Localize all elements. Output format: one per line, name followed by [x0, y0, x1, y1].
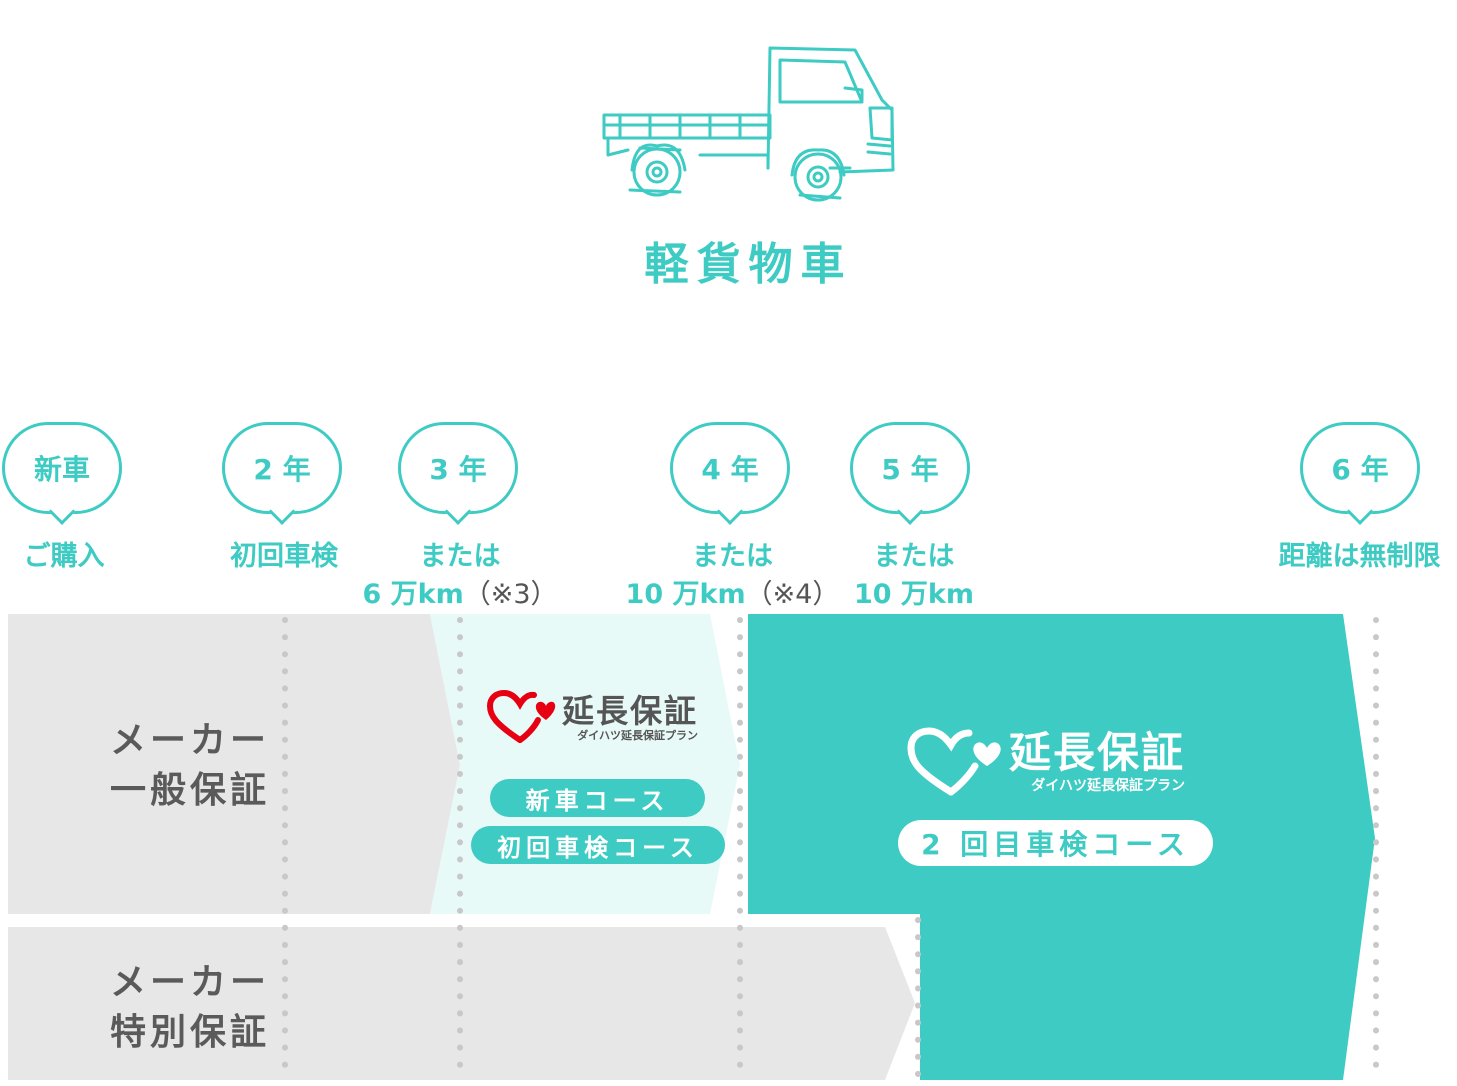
timeline-note-5y: または 10 万km [850, 538, 978, 614]
row-label-special-warranty: メーカー 特別保証 [100, 958, 280, 1058]
note-paren: （※3） [463, 579, 558, 610]
timeline-bubble-6y: 6 年 [1300, 422, 1420, 525]
bubble-label: 5 年 [881, 453, 939, 486]
row-label-line2: 特別保証 [109, 1012, 270, 1053]
timeline-bubble-2y: 2 年 [222, 422, 342, 525]
course-first-inspection: 初回車検コース [471, 826, 725, 864]
first-plan-band [430, 614, 740, 914]
timeline-bubble-new: 新車 [2, 422, 122, 525]
bubble-label: 3 年 [429, 453, 487, 486]
heart-logo-icon [907, 727, 1001, 796]
timeline-note-6y: 距離は無制限 [1262, 538, 1457, 576]
year-divider-4y [737, 617, 743, 1079]
extended-warranty-logo-second: 延長保証 ダイハツ延長保証プラン [905, 726, 1185, 798]
general-warranty-band [8, 614, 460, 914]
note-text: ご購入 [23, 541, 105, 572]
special-warranty-band [8, 927, 915, 1080]
year-divider-2y [282, 617, 288, 1079]
vehicle-title: 軽貨物車 [644, 239, 853, 290]
timeline-note-3y: または 6 万km（※3） [360, 538, 560, 614]
note-line1: または [419, 541, 501, 572]
extended-warranty-logo-first: 延長保証 ダイハツ延長保証プラン [486, 690, 698, 746]
year-divider-3y [457, 617, 463, 1079]
bubble-label: 新車 [33, 453, 90, 486]
note-line2: 10 万km [853, 579, 975, 610]
logo-title: 延長保証 [1009, 728, 1186, 777]
bubble-label: 6 年 [1331, 453, 1389, 486]
row-label-line1: メーカー [109, 962, 270, 1003]
timeline-note-first-inspection: 初回車検 [212, 538, 356, 576]
logo-title: 延長保証 [562, 692, 699, 730]
bubble-label: 4 年 [701, 453, 759, 486]
timeline-bubble-3y: 3 年 [398, 422, 518, 525]
note-text: 距離は無制限 [1278, 541, 1441, 572]
note-paren: （※4） [745, 579, 840, 610]
year-divider-6y [1373, 617, 1379, 1079]
row-label-line1: メーカー [109, 720, 270, 761]
note-line2: 10 万km [625, 579, 746, 610]
note-line2: 6 万km [362, 579, 464, 610]
row-label-line2: 一般保証 [109, 770, 270, 811]
note-line1: または [873, 541, 955, 572]
course-second-inspection: 2 回目車検コース [898, 820, 1213, 866]
timeline-bubble-5y: 5 年 [850, 422, 970, 525]
bubble-label: 2 年 [253, 453, 311, 486]
timeline-note-purchase: ご購入 [2, 538, 126, 576]
note-line1: または [692, 541, 773, 572]
truck-icon [602, 46, 895, 202]
timeline-note-4y: または 10 万km（※4） [625, 538, 840, 614]
timeline-bubble-4y: 4 年 [670, 422, 790, 525]
logo-subtitle: ダイハツ延長保証プラン [1031, 778, 1186, 794]
year-divider-5y [915, 917, 921, 1079]
row-label-general-warranty: メーカー 一般保証 [100, 716, 280, 816]
course-new-car: 新車コース [490, 779, 705, 817]
note-text: 初回車検 [230, 541, 338, 572]
heart-logo-icon [486, 690, 556, 743]
logo-subtitle: ダイハツ延長保証プラン [577, 729, 699, 742]
